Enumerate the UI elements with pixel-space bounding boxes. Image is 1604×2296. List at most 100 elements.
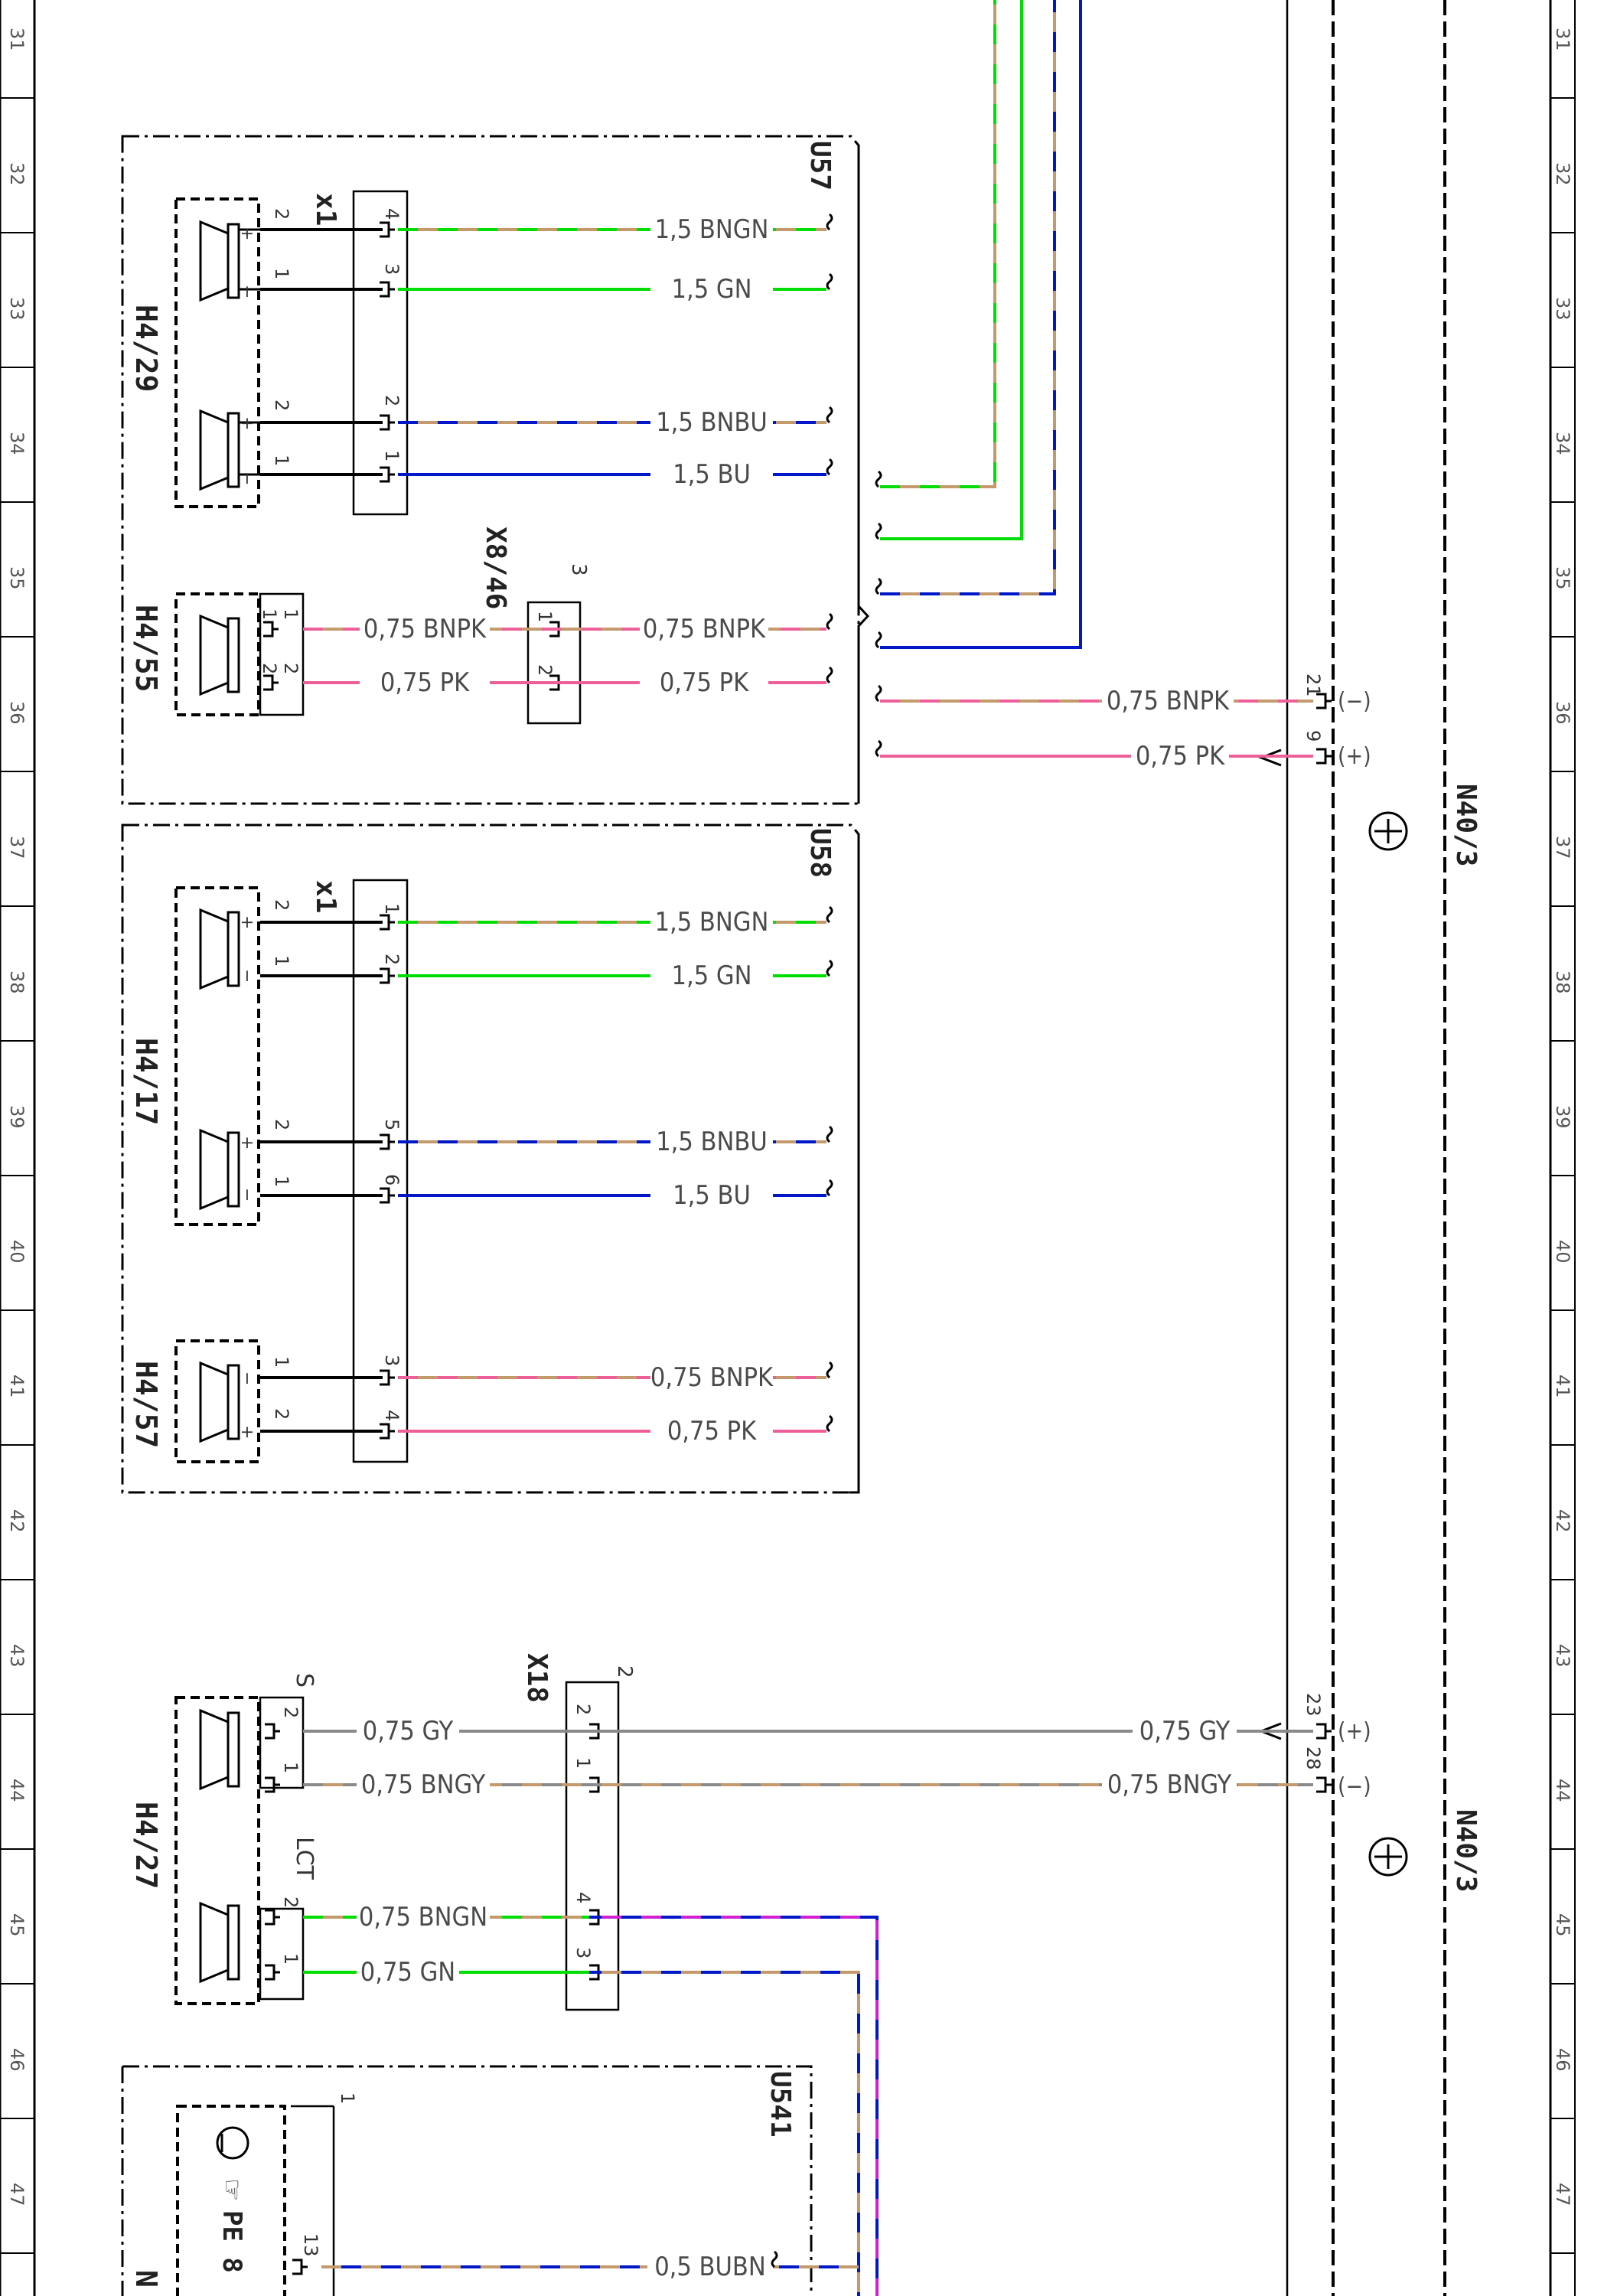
grid-row-label: 38 (1552, 970, 1573, 994)
n40-pin-numbers: 21 9 23 28 (1302, 673, 1324, 1770)
h4-57-speaker-frame (174, 1339, 260, 1463)
u57-speaker-pin-numbers: 2 1 2 1 (271, 208, 292, 466)
pin-mark (380, 967, 395, 984)
break-mark (826, 406, 833, 424)
svg-text:2: 2 (381, 954, 403, 965)
x1-mid-pin-numbers: 1 2 5 6 3 4 (381, 903, 403, 1421)
grid-row-label: 42 (6, 1509, 28, 1533)
svg-text:1: 1 (271, 455, 292, 466)
label-gap (650, 1182, 773, 1209)
label-gap (650, 1128, 773, 1156)
wire-break-marks (771, 213, 882, 2268)
grid-row-label: 33 (1552, 297, 1573, 321)
plus-marker: + (237, 416, 256, 430)
break-mark (826, 1414, 833, 1433)
pin-mark (265, 1964, 280, 1981)
signal-arrows (1257, 748, 1282, 1740)
x8-46-label: X8/46 (480, 527, 511, 609)
x1-connector-mid (352, 879, 409, 1463)
grid-row-label: 34 (6, 432, 28, 455)
svg-text:4: 4 (381, 1410, 403, 1421)
u58-label: U58 (804, 828, 836, 878)
wire-label: 1,5 BU (673, 1180, 751, 1211)
pin-mark (263, 674, 279, 691)
u541-label: U541 (765, 2071, 796, 2138)
n40-3-label-a: N40/3 (1450, 784, 1482, 866)
x1-connector-top (352, 190, 409, 516)
pin-mark (380, 914, 395, 931)
break-mark (771, 2250, 778, 2268)
svg-text:−: − (237, 969, 256, 983)
minus-marker: − (237, 471, 256, 485)
wire-label: 0,75 PK (660, 667, 749, 698)
label-gap (1102, 687, 1234, 715)
grid-row-label: 32 (1552, 162, 1573, 186)
trunk-wire (880, 0, 996, 488)
grid-row-label: 40 (1552, 1240, 1573, 1264)
s-label: S (291, 1673, 318, 1688)
break-mark (826, 213, 833, 231)
u541-pin-numbers: 1 13 (300, 2092, 358, 2257)
pin-mark (1316, 748, 1332, 765)
u57-boundary (121, 135, 860, 805)
pin-mark (1316, 1776, 1332, 1793)
h4-55-label: H4/55 (129, 605, 163, 692)
speaker-icon (199, 1361, 240, 1443)
n-partial-label: N (129, 2270, 163, 2288)
svg-text:1: 1 (271, 1356, 292, 1368)
h4-27-terminal-s (259, 1696, 305, 1789)
u57-brace (857, 153, 870, 804)
svg-text:1: 1 (259, 608, 280, 620)
pin-mark (292, 2258, 308, 2275)
label-gap (357, 1958, 459, 1986)
grid-row-label: 31 (6, 28, 28, 51)
break-mark (826, 1361, 833, 1379)
trunk-wire-stripe (880, 0, 996, 488)
speaker-leads (239, 228, 260, 476)
svg-text:+: + (237, 1425, 256, 1439)
label-gap (647, 2253, 773, 2281)
svg-text:1: 1 (280, 1762, 302, 1773)
svg-text:2: 2 (381, 395, 403, 406)
label-gap (640, 669, 768, 696)
label-gap (360, 615, 490, 643)
trunk-wire (880, 0, 1082, 649)
h4-17-speaker-frame (174, 886, 260, 1226)
wire-label: 1,5 GN (672, 960, 752, 991)
label-gap (650, 409, 773, 436)
label-gap (650, 908, 773, 936)
wire-label: 0,75 GY (1139, 1716, 1231, 1746)
pin-mark (265, 1776, 280, 1793)
svg-text:1: 1 (271, 955, 292, 967)
grid-row-label: 37 (6, 836, 28, 859)
wire-label: 1,5 BNBU (656, 1127, 768, 1157)
wire-label: 0,75 BNGY (1107, 1769, 1232, 1800)
wire-label: 1,5 BNGN (655, 214, 769, 245)
break-mark (875, 522, 882, 540)
svg-text:2: 2 (271, 899, 292, 911)
pin-mark (380, 414, 395, 431)
break-mark (875, 684, 882, 703)
grid-row-label: 44 (6, 1779, 28, 1802)
grid-row-label: 40 (6, 1240, 28, 1264)
pin-mark (380, 281, 395, 298)
wire-label: 0,75 BNGY (361, 1769, 486, 1800)
wire-label: 1,5 BNBU (656, 407, 768, 438)
pin-mark (1316, 693, 1332, 709)
pin-mark (265, 1909, 280, 1926)
x1-top-label: x1 (310, 193, 341, 226)
grid-row-label: 47 (1552, 2183, 1573, 2206)
svg-text:(−): (−) (1338, 1773, 1371, 1800)
speaker-icon (199, 908, 240, 990)
x8-46-pin-top: 3 (567, 563, 590, 576)
x18-connector (565, 1681, 620, 2011)
break-mark (826, 1125, 833, 1143)
svg-text:2: 2 (280, 663, 302, 674)
speaker-icon (199, 1128, 240, 1211)
svg-text:(−): (−) (1338, 688, 1371, 715)
svg-text:1: 1 (271, 268, 292, 279)
svg-text:2: 2 (280, 1707, 302, 1718)
wire-label: 0,5 BUBN (654, 2252, 766, 2282)
